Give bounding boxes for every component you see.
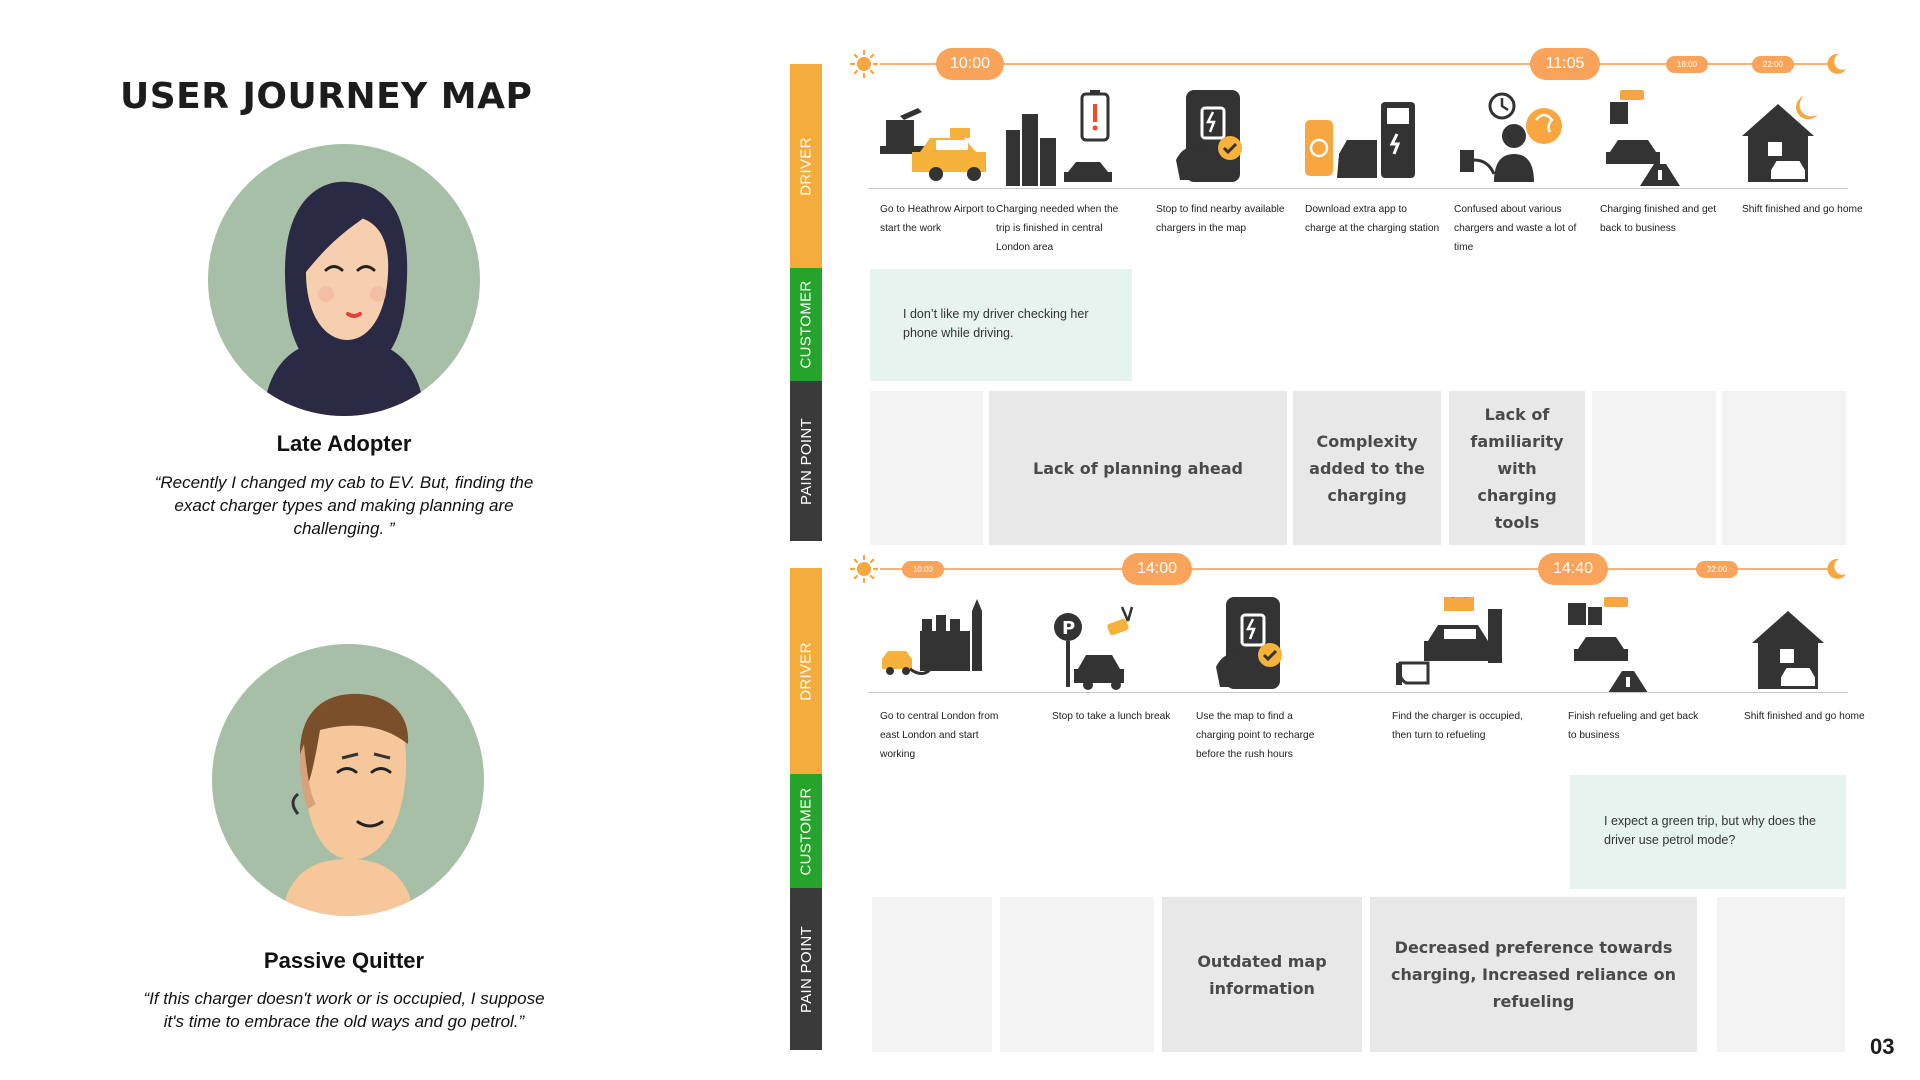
customer-quote-box: I don’t like my driver checking her phon… bbox=[870, 269, 1132, 381]
page-title: USER JOURNEY MAP bbox=[120, 76, 533, 117]
pain-point-cell bbox=[1592, 391, 1716, 545]
road-exit-fuel-icon bbox=[1568, 597, 1648, 693]
step-description: Stop to take a lunch break bbox=[1052, 711, 1171, 722]
pain-point-cell bbox=[1717, 897, 1845, 1052]
step-description: Go to central London from east London an… bbox=[880, 711, 999, 760]
step-description: Use the map to find a charging point to … bbox=[1196, 711, 1315, 760]
persona-name: Passive Quitter bbox=[263, 948, 425, 973]
woman-hijab-icon bbox=[263, 181, 425, 416]
divider bbox=[868, 692, 1848, 693]
confused-person-charger-icon bbox=[1460, 92, 1562, 182]
time-marker: 18:00 bbox=[1666, 56, 1708, 73]
time-marker: 10:00 bbox=[936, 48, 1004, 80]
avatar-late-adopter bbox=[208, 144, 480, 416]
lane-label-driver: DRIVER bbox=[790, 568, 822, 774]
time-marker: 22:00 bbox=[1752, 56, 1794, 73]
house-night-car-icon bbox=[1742, 96, 1818, 182]
pain-point-cell bbox=[870, 391, 983, 545]
step-description: Find the charger is occupied, then turn … bbox=[1392, 711, 1523, 741]
lane-label-customer: CUSTOMER bbox=[790, 268, 822, 381]
house-car-icon bbox=[1752, 611, 1824, 689]
step-description: Shift finished and go home bbox=[1742, 204, 1863, 215]
persona-name: Late Adopter bbox=[276, 431, 412, 456]
time-marker: 10:00 bbox=[902, 561, 944, 578]
time-marker: 14:40 bbox=[1538, 553, 1608, 585]
parking-lunch-icon: P bbox=[1054, 606, 1134, 690]
step-description: Go to Heathrow Airport to start the work bbox=[880, 204, 995, 234]
london-landmarks-taxi-icon bbox=[882, 599, 982, 675]
airport-taxi-icon bbox=[880, 108, 986, 181]
step-description: Finish refueling and get back to busines… bbox=[1568, 711, 1699, 741]
city-low-battery-icon bbox=[1006, 90, 1112, 186]
sun-icon bbox=[850, 50, 878, 78]
time-marker: 22:00 bbox=[1696, 561, 1738, 578]
moon-icon bbox=[1827, 558, 1846, 579]
divider bbox=[868, 188, 1848, 189]
step-description: Charging finished and get back to busine… bbox=[1600, 204, 1717, 234]
customer-quote: I don’t like my driver checking her phon… bbox=[903, 307, 1089, 340]
timeline: 10:00 11:05 18:00 22:00 bbox=[850, 46, 1850, 82]
road-exit-car-icon bbox=[1606, 90, 1680, 186]
persona-quote: “Recently I changed my cab to EV. But, f… bbox=[154, 473, 534, 538]
time-marker: 11:05 bbox=[1530, 48, 1600, 80]
pain-point-cell bbox=[1000, 897, 1154, 1052]
charging-station-app-icon bbox=[1305, 102, 1415, 178]
occupied-charger-icon bbox=[1396, 597, 1502, 685]
svg-text:P: P bbox=[1062, 618, 1075, 639]
lane-label-driver: DRIVER bbox=[790, 64, 822, 268]
pain-point-cell: Complexity added to the charging bbox=[1293, 391, 1441, 545]
pain-point-cell: Lack of planning ahead bbox=[989, 391, 1287, 545]
timeline: 10:00 14:00 14:40 22:00 bbox=[850, 551, 1850, 587]
customer-quote: I expect a green trip, but why does the … bbox=[1604, 814, 1816, 847]
time-marker: 14:00 bbox=[1122, 553, 1192, 585]
persona-quote: “If this charger doesn't work or is occu… bbox=[143, 989, 545, 1031]
phone-map-charger-icon bbox=[1176, 90, 1242, 182]
customer-quote-box: I expect a green trip, but why does the … bbox=[1570, 775, 1846, 889]
pain-point-cell bbox=[1722, 391, 1846, 545]
step-description: Download extra app to charge at the char… bbox=[1305, 204, 1440, 234]
pain-point-cell: Outdated map information bbox=[1162, 897, 1362, 1052]
pain-point-cell: Decreased preference towards charging, I… bbox=[1370, 897, 1697, 1052]
lane-label-pain-point: PAIN POINT bbox=[790, 888, 822, 1050]
pain-point-cell bbox=[872, 897, 992, 1052]
step-description: Stop to find nearby available chargers i… bbox=[1156, 204, 1285, 234]
pain-point-cell: Lack of familiarity with charging tools bbox=[1449, 391, 1585, 545]
page-number: 03 bbox=[1870, 1034, 1895, 1059]
lane-label-pain-point: PAIN POINT bbox=[790, 381, 822, 541]
phone-map-charger-icon bbox=[1216, 597, 1282, 689]
step-description: Shift finished and go home bbox=[1744, 711, 1865, 722]
moon-icon bbox=[1827, 53, 1846, 74]
avatar-passive-quitter bbox=[212, 644, 484, 916]
step-description: Confused about various chargers and wast… bbox=[1454, 204, 1577, 253]
step-description: Charging needed when the trip is finishe… bbox=[996, 204, 1119, 253]
man-avatar-icon bbox=[282, 693, 414, 916]
lane-label-customer: CUSTOMER bbox=[790, 774, 822, 888]
sun-icon bbox=[850, 555, 878, 583]
